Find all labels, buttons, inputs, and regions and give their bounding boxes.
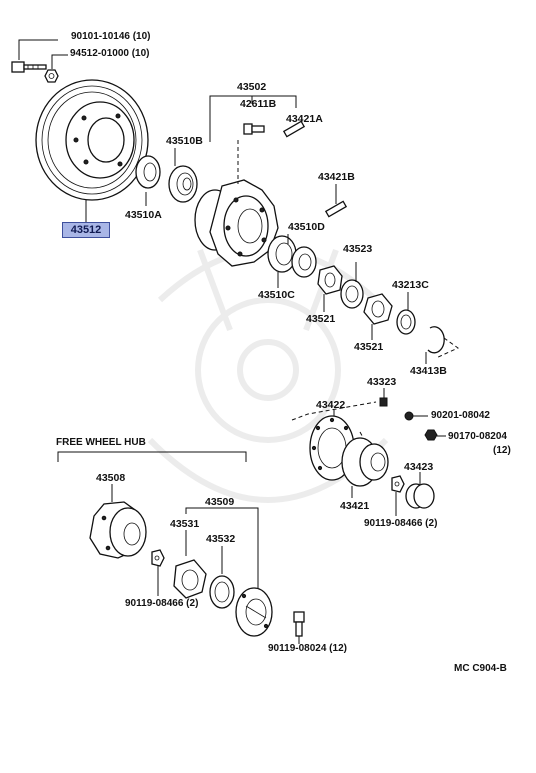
label-43508: 43508: [96, 472, 126, 484]
washer-90201: [404, 411, 414, 421]
seal-43213c: [396, 309, 416, 335]
label-90101: 90101-10146 (10): [71, 31, 151, 42]
label-43510b: 43510B: [166, 135, 203, 147]
nut-94512: [44, 69, 59, 83]
snap-ring-43413b: [427, 326, 445, 354]
nut-90170: [424, 429, 438, 441]
label-43213c: 43213C: [392, 279, 429, 291]
highlighted-part-43512[interactable]: 43512: [62, 222, 110, 238]
bolt-90119-right: [391, 475, 405, 493]
bolt-90119-08024: [293, 611, 305, 637]
cover-knob-43509: [235, 587, 273, 637]
label-43510c: 43510C: [258, 289, 295, 301]
hub-body-43508: [89, 501, 147, 559]
ring-43532: [209, 575, 235, 609]
label-42611b: 42611B: [240, 98, 277, 110]
bolt-90101: [11, 61, 47, 73]
pin-43421a: [282, 120, 306, 138]
label-43532: 43532: [206, 533, 236, 545]
label-43521-a: 43521: [306, 313, 336, 325]
label-43423: 43423: [404, 461, 434, 473]
label-90119-left: 90119-08466 (2): [125, 598, 199, 609]
label-43421a: 43421A: [286, 113, 323, 125]
label-90201: 90201-08042: [431, 410, 490, 421]
label-43421: 43421: [340, 500, 370, 512]
label-43422: 43422: [316, 399, 346, 411]
bearing-43510c: [267, 235, 317, 278]
bearing-43510b: [168, 165, 198, 203]
part-43323: [379, 397, 388, 407]
label-90119-08024: 90119-08024 (12): [268, 643, 347, 654]
label-90170: 90170-08204: [448, 431, 507, 442]
label-43531: 43531: [170, 518, 200, 530]
label-43510d: 43510D: [288, 221, 325, 233]
axle-hub-43502: [194, 179, 279, 267]
plate-43531: [173, 559, 207, 599]
nut-43521-b: [363, 293, 393, 325]
bolt-90119-left: [151, 549, 165, 567]
label-43421b: 43421B: [318, 171, 355, 183]
pin-43421b: [324, 200, 348, 218]
stud-42611b: [243, 123, 265, 135]
label-43413b: 43413B: [410, 365, 447, 377]
label-43509: 43509: [205, 496, 235, 508]
label-94512: 94512-01000 (10): [70, 48, 150, 59]
free-wheel-hub-heading: FREE WHEEL HUB: [56, 437, 146, 448]
brake-disc-43512: [35, 79, 149, 201]
washer-43521-a: [317, 265, 343, 295]
oil-seal-43510a: [135, 155, 161, 189]
label-43323: 43323: [367, 376, 397, 388]
label-43510a: 43510A: [125, 209, 162, 221]
drive-flange-43421: [341, 437, 389, 487]
cap-43423: [405, 483, 435, 509]
lock-washer-43523: [340, 279, 364, 309]
label-43521-b: 43521: [354, 341, 384, 353]
figure-code: MC C904-B: [454, 663, 507, 674]
label-90119-right: 90119-08466 (2): [364, 518, 438, 529]
label-43523: 43523: [343, 243, 373, 255]
label-43502: 43502: [237, 81, 267, 93]
label-90170-qty: (12): [493, 445, 511, 456]
